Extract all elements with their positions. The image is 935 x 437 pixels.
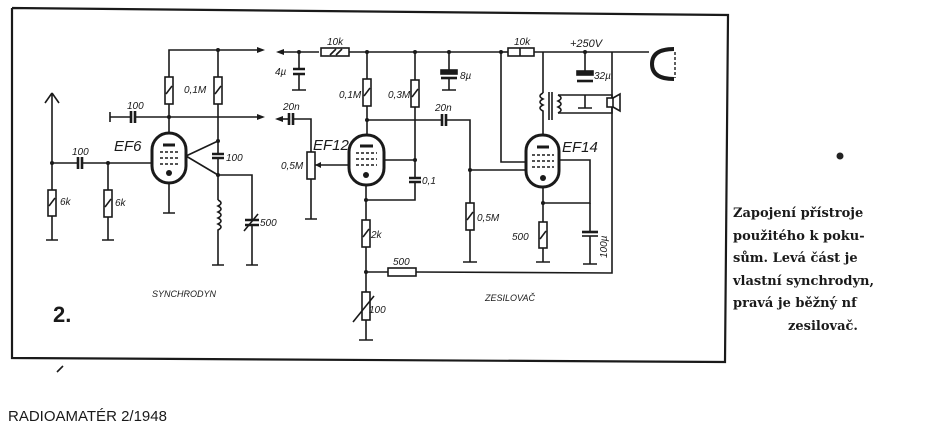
label-tube-ef14: EF14 <box>562 139 598 156</box>
label-res-10k-a: 10k <box>327 37 344 48</box>
label-res-6k-2: 6k <box>115 198 127 209</box>
caption-line-6: zesilovač. <box>788 318 858 334</box>
label-tube-ef12: EF12 <box>313 137 350 154</box>
label-res-500-fb: 500 <box>393 257 410 268</box>
label-pot-100: 100 <box>369 305 386 316</box>
label-res-10k-b: 10k <box>514 37 531 48</box>
label-res-ef12-plate: 0,1M <box>339 90 362 101</box>
ink-speck <box>836 152 844 160</box>
ink-mark <box>56 365 64 373</box>
label-cap-0-1: 0,1 <box>422 176 436 187</box>
antenna-icon <box>44 92 60 163</box>
speaker-icon <box>606 92 621 113</box>
label-tube-ef6: EF6 <box>114 138 142 155</box>
potentiometer-0-5m <box>306 151 316 180</box>
figure-caption: Zapojení přístroje použitého k poku- sům… <box>733 203 913 338</box>
coil-inductor <box>212 199 224 266</box>
label-res-2k: 2k <box>370 230 383 241</box>
label-res-ef14-grid: 0,5M <box>477 213 500 224</box>
label-cap-grid-ef6: 100 <box>127 101 144 112</box>
tube-ef6-symbol <box>150 131 188 185</box>
tube-ef14-symbol <box>524 133 561 189</box>
label-res-6k-1: 6k <box>60 197 72 208</box>
caption-line-1: Zapojení přístroje <box>733 206 864 221</box>
output-transformer <box>539 52 613 120</box>
resistor-10k-b <box>507 47 535 57</box>
figure-frame <box>10 6 730 364</box>
label-res-ef6-plate: 0,1M <box>184 85 207 96</box>
label-cap-8u: 8µ <box>460 71 472 82</box>
caption-line-4: vlastní synchrodyn, <box>733 273 874 289</box>
label-pot-0-5m: 0,5M <box>281 161 304 172</box>
label-res-ef12-screen: 0,3M <box>388 90 411 101</box>
label-res-ef14-cathode: 500 <box>512 232 529 243</box>
caption-line-3: sům. Levá část je <box>733 251 858 266</box>
label-supply-250v: +250V <box>570 38 604 50</box>
label-synchrodyn: SYNCHRODYN <box>152 289 217 299</box>
label-cap-20n-a: 20n <box>282 102 300 113</box>
figure-number: 2. <box>53 302 71 327</box>
label-cap-4u: 4µ <box>275 67 287 78</box>
resistor-500-feedback <box>387 267 417 277</box>
label-zesilovac: ZESILOVAČ <box>484 293 536 303</box>
label-cap-100u: 100µ <box>599 235 610 258</box>
caption-line-2: použitého k poku- <box>733 228 865 244</box>
label-cap-antenna: 100 <box>72 147 89 158</box>
capacitor-antenna <box>76 157 84 169</box>
synchrodyn-section: 100 6k 6k EF6 0,1M <box>44 47 277 327</box>
headphones-icon <box>649 47 676 81</box>
variable-capacitor-arrow <box>243 213 259 232</box>
publication-footer: RADIOAMATÉR 2/1948 <box>8 408 167 425</box>
variable-resistor-arrow <box>352 295 375 323</box>
label-cap-32u: 32µ <box>594 71 611 82</box>
label-cap-20n-b: 20n <box>434 103 452 114</box>
caption-line-5: pravá je běžný nf <box>733 296 857 311</box>
label-cap-ef6-fb: 100 <box>226 153 243 164</box>
tube-ef12-symbol <box>347 133 386 187</box>
label-cap-tuning: 500 <box>260 218 277 229</box>
amplifier-section: 10k 4µ 20n 0,5M EF12 0,1M <box>275 37 676 341</box>
